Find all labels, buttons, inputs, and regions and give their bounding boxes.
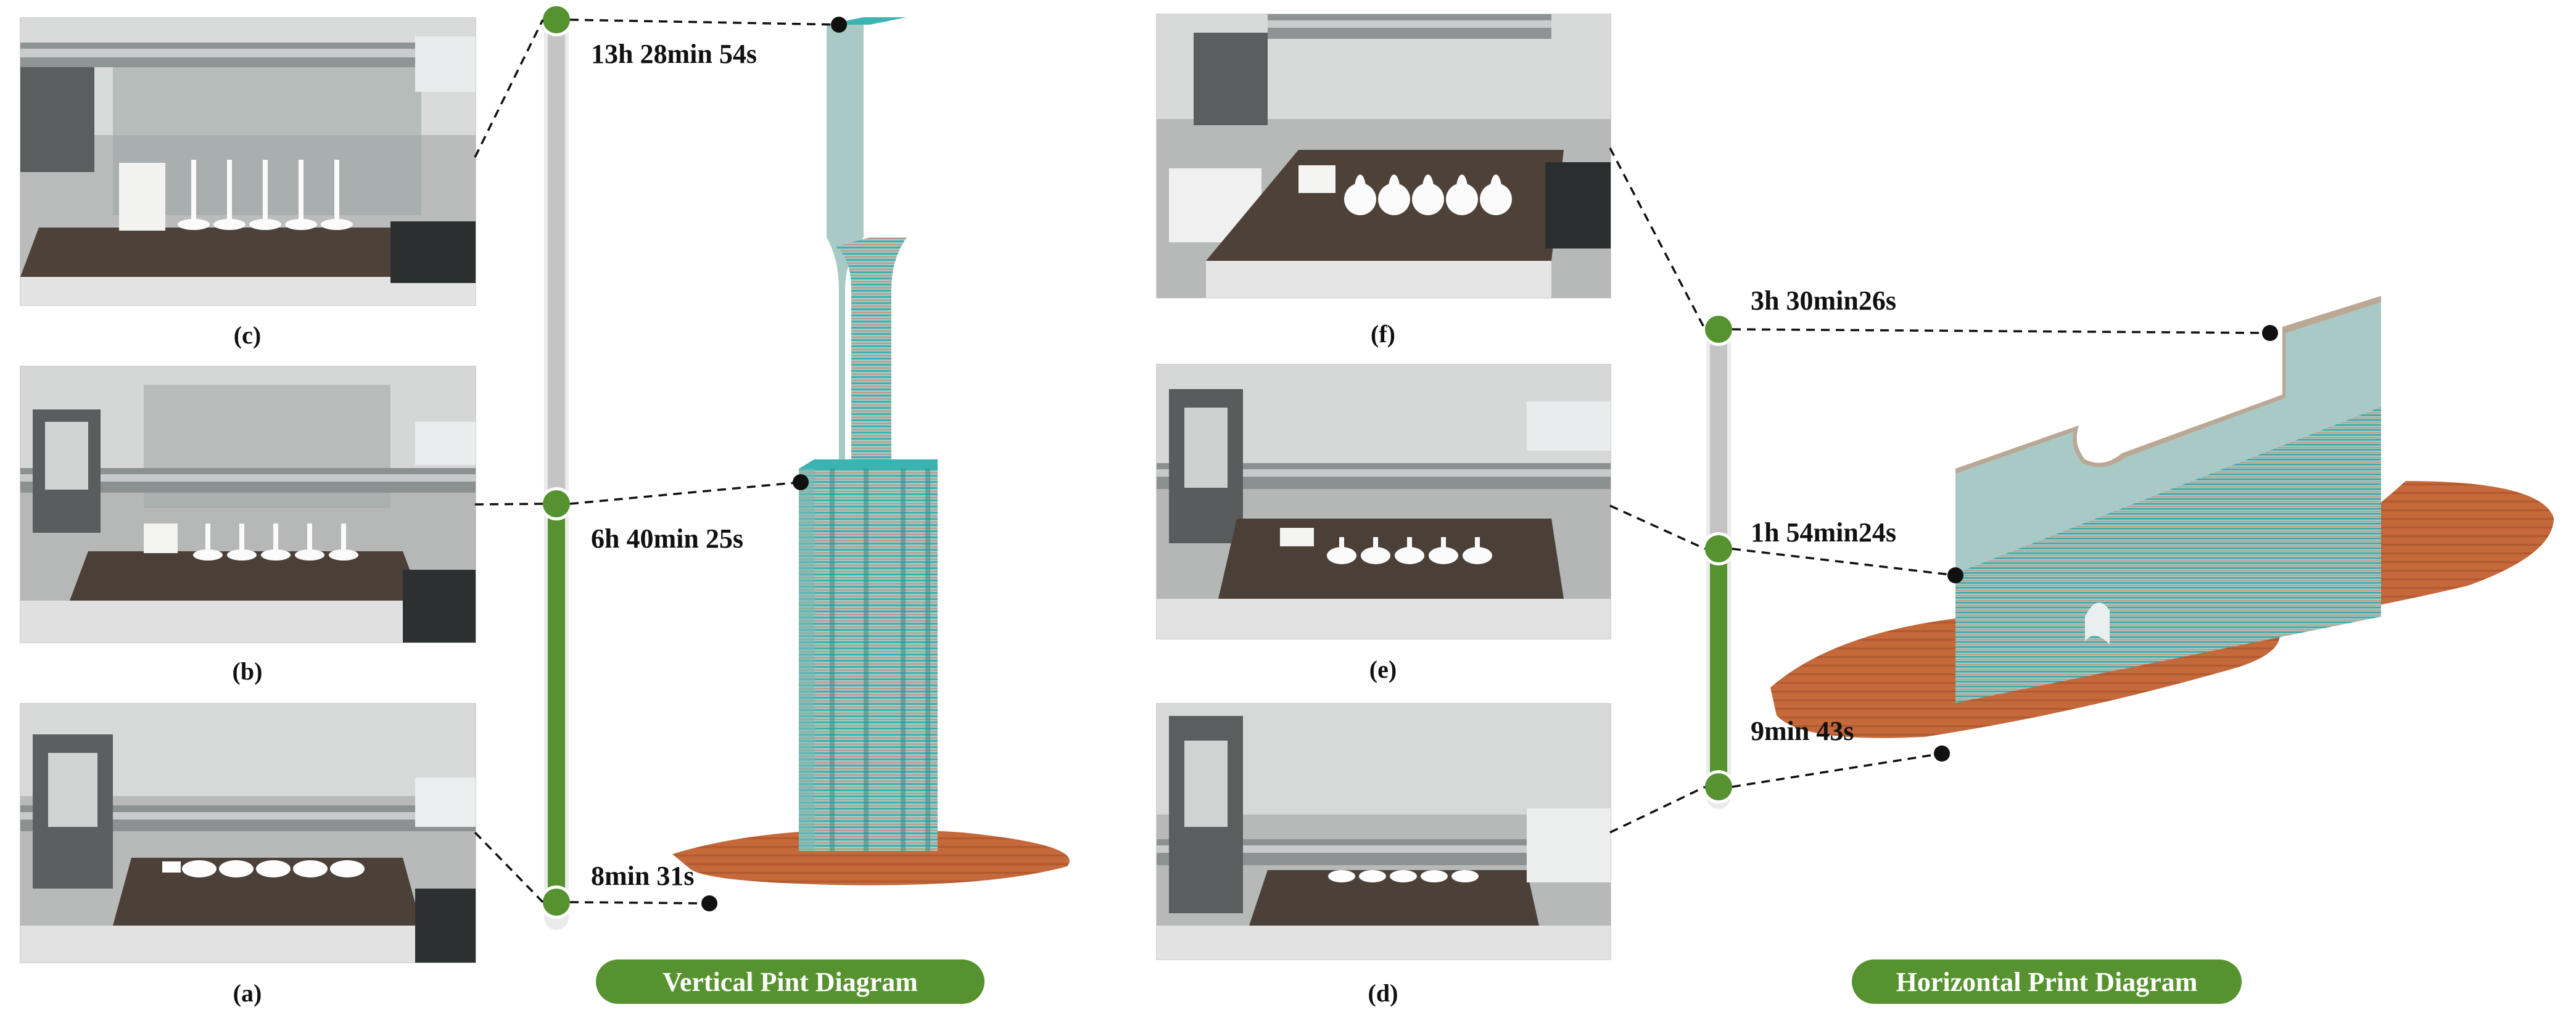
horizontal-marker-mid: [1705, 535, 1732, 562]
vertical-time-mid: 6h 40min 25s: [591, 524, 743, 554]
leader-f-to-bar: [1609, 147, 1706, 330]
vertical-bar-fill: [548, 504, 565, 902]
caption-d: (d): [1368, 979, 1398, 1007]
leader-bar-to-mid-vertical: [569, 481, 801, 505]
horizontal-bar-fill: [1710, 549, 1727, 787]
photo-panel-b: [20, 366, 476, 643]
caption-b: (b): [232, 657, 263, 685]
endpoint-vertical-bottom: [701, 895, 717, 911]
printer-photo-f: [1157, 14, 1611, 298]
vertical-progress-bar: [540, 3, 573, 930]
leader-d-to-bar: [1609, 786, 1706, 834]
vertical-marker-top: [543, 6, 570, 33]
leader-c-to-bar: [474, 19, 544, 158]
vertical-bar-track: [548, 20, 565, 504]
endpoint-horizontal-mid: [1947, 567, 1963, 583]
vertical-top-tab-face: [827, 25, 864, 237]
vertical-gauge-section: [836, 237, 907, 459]
leader-e-to-bar: [1609, 504, 1706, 550]
photo-panel-e: [1156, 364, 1611, 639]
leader-bar-to-mid-horizontal: [1732, 548, 1956, 577]
endpoint-horizontal-top: [2262, 325, 2278, 341]
printer-photo-c: [20, 18, 476, 305]
photo-panel-d: [1156, 703, 1611, 960]
vertical-diagram-label: Vertical Pint Diagram: [596, 959, 985, 1004]
caption-e: (e): [1369, 655, 1397, 683]
horizontal-progress-bar: [1702, 313, 1735, 809]
endpoint-vertical-top: [831, 17, 847, 33]
printer-photo-d: [1157, 704, 1611, 959]
vertical-brim: [672, 829, 1070, 885]
caption-a: (a): [233, 979, 262, 1007]
leader-bar-to-top-horizontal: [1732, 328, 2271, 334]
photo-panel-f: [1156, 14, 1611, 298]
leader-bar-to-bottom-horizontal: [1732, 752, 1942, 788]
vertical-marker-bottom: [543, 889, 570, 916]
horizontal-rib: [2110, 521, 2289, 644]
horizontal-time-mid: 1h 54min24s: [1751, 517, 1896, 548]
caption-f: (f): [1371, 320, 1395, 348]
horizontal-time-bottom: 9min 43s: [1751, 716, 1854, 746]
photo-panel-c: [20, 17, 476, 306]
endpoint-horizontal-bottom: [1934, 746, 1950, 762]
horizontal-upper-plate: [1955, 296, 2381, 573]
horizontal-bar-track: [1710, 329, 1727, 549]
leader-bar-to-bottom-vertical: [569, 901, 710, 905]
horizontal-lower-block: [1955, 407, 2381, 703]
horizontal-marker-top: [1705, 316, 1732, 343]
vertical-marker-mid: [543, 490, 570, 517]
leader-endpoints: [701, 17, 2278, 911]
printer-photo-a: [20, 704, 476, 963]
caption-c: (c): [233, 321, 262, 349]
horizontal-marker-bottom: [1705, 773, 1732, 800]
printer-photo-e: [1157, 364, 1611, 639]
leader-lines: [474, 18, 2271, 905]
vertical-print-model: [672, 17, 1070, 885]
printer-photo-b: [20, 366, 476, 643]
leader-bar-to-top-vertical: [569, 18, 840, 26]
vertical-time-bottom: 8min 31s: [591, 861, 695, 891]
horizontal-print-model: [1770, 296, 2554, 738]
endpoint-vertical-mid: [793, 474, 809, 490]
photo-panel-a: [20, 703, 476, 963]
horizontal-diagram-label: Horizontal Print Diagram: [1852, 959, 2242, 1004]
horizontal-time-top: 3h 30min26s: [1751, 286, 1896, 316]
vertical-time-top: 13h 28min 54s: [591, 39, 757, 69]
leader-a-to-bar: [474, 831, 544, 903]
